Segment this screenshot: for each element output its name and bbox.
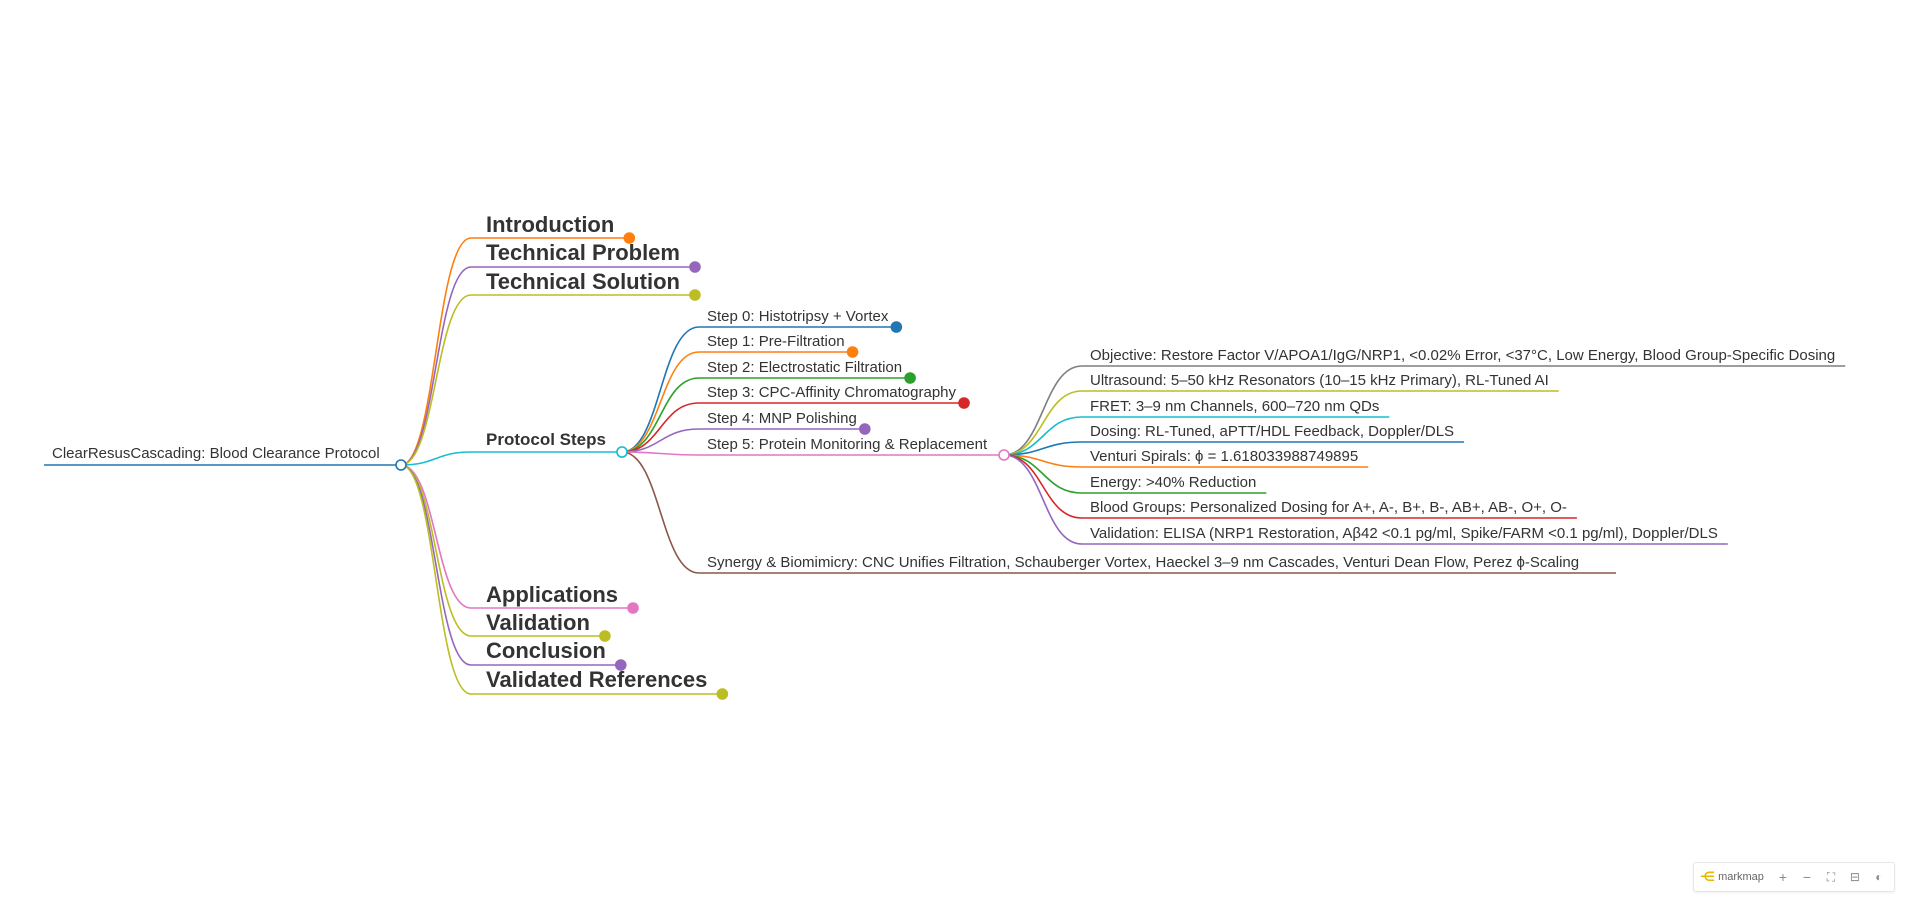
protocol-step-link-1 [621, 351, 700, 453]
step5-toggle-circle[interactable] [998, 449, 1010, 461]
step5-detail-link-0 [1003, 365, 1083, 456]
mindmap-links [44, 237, 1846, 695]
root-toggle-circle[interactable] [395, 459, 407, 471]
step5-detail-3-label[interactable]: Dosing: RL-Tuned, aPTT/HDL Feedback, Dop… [1090, 423, 1454, 440]
section-link-7 [400, 464, 472, 695]
section-link-3 [400, 451, 472, 466]
section-toggle-circle-0[interactable] [623, 232, 636, 244]
protocol-steps-toggle-circle[interactable] [616, 446, 628, 458]
protocol-step-link-6 [621, 451, 700, 574]
protocol-step-link-0 [621, 326, 700, 453]
protocol-step-toggle-3[interactable] [958, 397, 970, 409]
mindmap-nodes: ClearResusCascading: Blood Clearance Pro… [52, 212, 1835, 700]
markmap-logo-icon: ⋲ [1700, 869, 1716, 884]
section-node-validation[interactable]: Validation [486, 610, 590, 635]
markmap-brand-label: markmap [1718, 871, 1764, 883]
section-toggle-circle-6[interactable] [614, 659, 627, 671]
step5-detail-link-6 [1003, 454, 1083, 519]
protocol-step-1-label[interactable]: Step 1: Pre-Filtration [707, 333, 845, 350]
root-node-label[interactable]: ClearResusCascading: Blood Clearance Pro… [52, 445, 380, 462]
protocol-step-link-2 [621, 377, 700, 453]
zoom-in-icon[interactable]: + [1778, 869, 1787, 885]
section-link-5 [400, 464, 472, 637]
section-node-technical-problem[interactable]: Technical Problem [486, 240, 680, 265]
step5-detail-6-label[interactable]: Blood Groups: Personalized Dosing for A+… [1090, 499, 1567, 516]
markmap-brand-link[interactable]: ⋲ markmap [1700, 869, 1768, 885]
step5-detail-0-label[interactable]: Objective: Restore Factor V/APOA1/IgG/NR… [1090, 347, 1835, 364]
section-link-1 [400, 266, 472, 466]
step5-detail-7-label[interactable]: Validation: ELISA (NRP1 Restoration, Aβ4… [1090, 525, 1718, 542]
protocol-step-toggle-2[interactable] [904, 372, 916, 384]
section-node-introduction[interactable]: Introduction [486, 212, 614, 237]
section-link-2 [400, 294, 472, 466]
section-toggle-circle-7[interactable] [716, 688, 729, 700]
protocol-step-0-label[interactable]: Step 0: Histotripsy + Vortex [707, 308, 889, 325]
protocol-step-toggle-1[interactable] [846, 346, 859, 358]
markmap-toolbar: ⋲ markmap + − ⛶ ⊟ ◐ [1693, 862, 1895, 892]
step5-detail-5-label[interactable]: Energy: >40% Reduction [1090, 474, 1256, 491]
step5-detail-link-1 [1003, 390, 1083, 456]
protocol-step-toggle-4[interactable] [859, 423, 871, 435]
section-node-applications[interactable]: Applications [486, 582, 618, 607]
protocol-step-toggle-0[interactable] [890, 321, 903, 333]
section-toggle-circle-2[interactable] [689, 289, 701, 301]
step5-detail-link-7 [1003, 454, 1083, 545]
dark-mode-icon[interactable]: ◐ [1875, 870, 1883, 884]
protocol-step-link-5 [621, 451, 700, 456]
section-node-conclusion[interactable]: Conclusion [486, 638, 606, 663]
step5-detail-2-label[interactable]: FRET: 3–9 nm Channels, 600–720 nm QDs [1090, 398, 1379, 415]
protocol-step-5-label[interactable]: Step 5: Protein Monitoring & Replacement [707, 436, 988, 453]
step5-detail-1-label[interactable]: Ultrasound: 5–50 kHz Resonators (10–15 k… [1090, 372, 1549, 389]
section-node-protocol-steps[interactable]: Protocol Steps [486, 430, 606, 449]
section-toggle-circle-4[interactable] [627, 602, 639, 614]
step5-detail-4-label[interactable]: Venturi Spirals: ϕ = 1.618033988749895 [1090, 448, 1358, 465]
section-link-0 [400, 237, 472, 466]
protocol-step-2-label[interactable]: Step 2: Electrostatic Filtration [707, 359, 902, 376]
protocol-step-6-label[interactable]: Synergy & Biomimicry: CNC Unifies Filtra… [707, 554, 1579, 571]
step5-detail-link-2 [1003, 416, 1083, 456]
fit-window-icon[interactable]: ⛶ [1826, 870, 1836, 884]
section-toggle-circle-5[interactable] [599, 630, 611, 642]
section-link-6 [400, 464, 472, 666]
section-node-technical-solution[interactable]: Technical Solution [486, 269, 680, 294]
toggle-recursive-icon[interactable]: ⊟ [1849, 870, 1860, 884]
zoom-out-icon[interactable]: − [1802, 869, 1811, 885]
protocol-step-link-3 [621, 402, 700, 453]
section-node-validated-references[interactable]: Validated References [486, 667, 707, 692]
protocol-step-3-label[interactable]: Step 3: CPC-Affinity Chromatography [707, 384, 957, 401]
section-toggle-circle-1[interactable] [689, 261, 701, 273]
protocol-step-4-label[interactable]: Step 4: MNP Polishing [707, 410, 857, 427]
section-link-4 [400, 464, 472, 609]
